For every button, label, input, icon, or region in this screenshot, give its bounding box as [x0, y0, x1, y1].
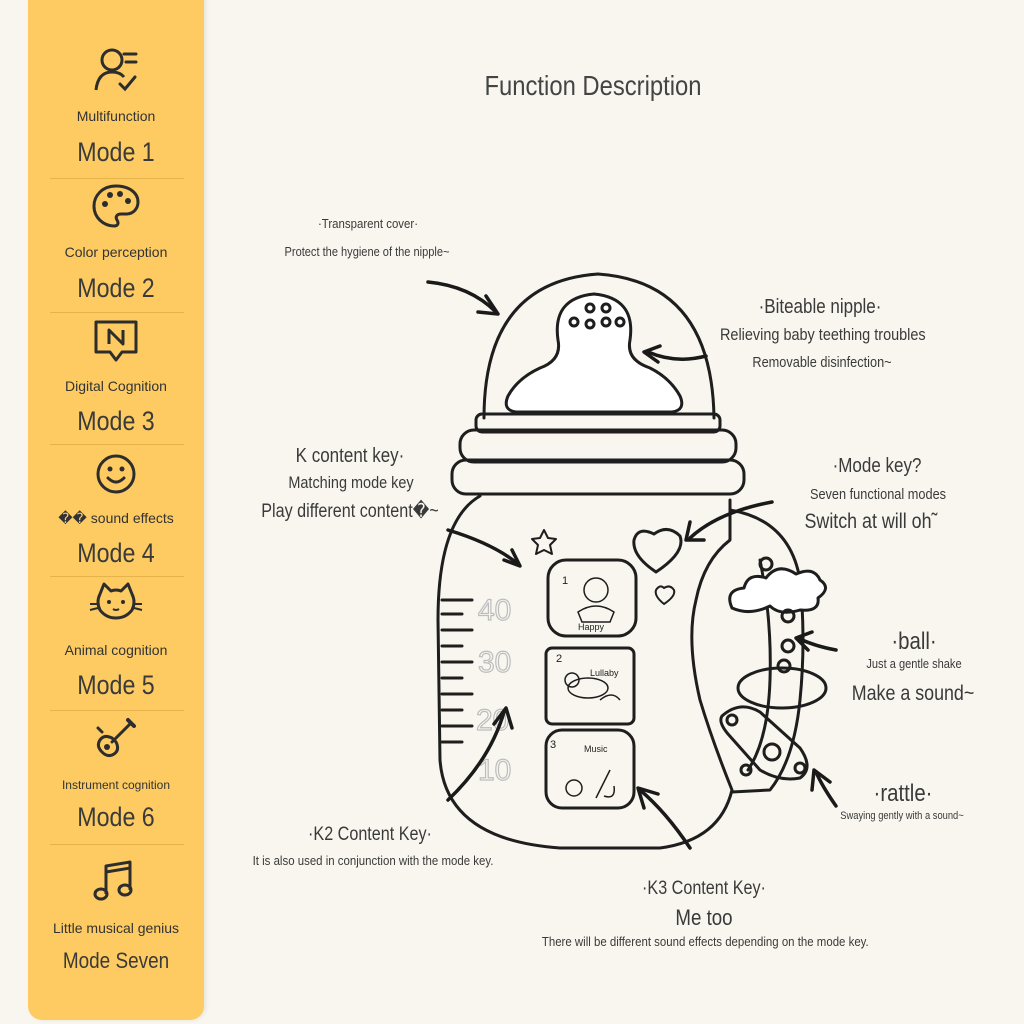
k3-title: ·K3 Content Key·	[642, 878, 766, 899]
arrow-nipple	[646, 350, 708, 361]
divider	[50, 844, 184, 845]
mode-title: Mode 4	[77, 538, 155, 568]
panel-number: 1	[562, 575, 568, 587]
mode-desc: Color perception	[64, 244, 168, 260]
mode-title: Mode 2	[77, 273, 155, 303]
mode-title: Mode 1	[77, 137, 155, 167]
nipple-title: ·Biteable nipple·	[758, 296, 882, 318]
scale-mark: 30	[478, 646, 511, 679]
divider	[50, 576, 184, 577]
palette-icon	[92, 184, 140, 228]
mode-title: Mode 6	[77, 802, 155, 832]
k-key-desc2: Play different content�~	[261, 501, 439, 522]
mode-key-title: ·Mode key?	[832, 455, 922, 477]
panel-2	[544, 646, 636, 726]
mode-desc: Animal cognition	[64, 642, 168, 658]
mode-key-desc1: Seven functional modes	[809, 486, 947, 503]
panel-3	[544, 728, 636, 810]
ball-title: ·ball·	[891, 628, 937, 655]
k2-desc: It is also used in conjunction with the …	[252, 853, 494, 868]
divider	[50, 710, 184, 711]
ball-desc1: Just a gentle shake	[866, 656, 962, 671]
divider	[50, 444, 184, 445]
divider	[50, 312, 184, 313]
ball-desc2: Make a sound~	[851, 682, 975, 705]
mode-desc: �� sound effects	[58, 510, 174, 526]
scale-mark: 40	[478, 594, 511, 627]
bottle-body	[436, 494, 734, 850]
rattle-title: ·rattle·	[873, 780, 933, 807]
mode-title: Mode 5	[77, 670, 155, 700]
k3-desc1: Me too	[675, 905, 733, 930]
music-note-icon	[93, 860, 133, 901]
arrow-k-key	[446, 528, 520, 566]
k2-title: ·K2 Content Key·	[308, 824, 432, 845]
cat-icon	[89, 582, 143, 620]
panel-1	[546, 558, 638, 638]
mode-title: Mode 3	[77, 406, 155, 436]
rattle-desc: Swaying gently with a sound~	[840, 810, 964, 822]
k-key-title: K content key·	[295, 445, 405, 467]
ball-ring	[736, 666, 828, 710]
panel-label: Happy	[578, 622, 605, 632]
panel-number: 2	[556, 653, 562, 665]
page-title: Function Description	[484, 70, 702, 101]
arrow-k2	[446, 710, 506, 802]
user-check-icon	[94, 48, 138, 92]
k3-desc2: There will be different sound effects de…	[541, 934, 869, 949]
nipple	[504, 292, 684, 414]
cover-title: ·Transparent cover·	[317, 216, 419, 231]
arrow-ball	[796, 636, 838, 652]
mode-key-desc2: Switch at will oh˜	[804, 510, 938, 533]
guitar-icon	[96, 718, 136, 758]
cover-desc: Protect the hygiene of the nipple~	[284, 244, 450, 259]
arrow-k3	[638, 788, 692, 850]
mode-key	[632, 528, 683, 574]
panel-label: Lullaby	[590, 668, 619, 678]
letter-n-bubble-icon	[94, 320, 138, 362]
nipple-desc1: Relieving baby teething troubles	[720, 325, 926, 344]
panel-number: 3	[550, 739, 556, 751]
k-key-desc1: Matching mode key	[288, 473, 414, 492]
smiley-icon	[96, 454, 136, 494]
mode-title: Mode Seven	[62, 948, 170, 973]
mode-desc: Little musical genius	[52, 920, 180, 936]
rattle	[719, 705, 809, 781]
divider	[50, 178, 184, 179]
mode-desc: Multifunction	[76, 108, 156, 124]
transparent-cover	[482, 272, 716, 420]
arrow-mode-key	[688, 500, 774, 540]
mode-sidebar: Multifunction Mode 1 Color perception Mo…	[28, 0, 204, 1020]
nipple-desc2: Removable disinfection~	[752, 354, 892, 371]
panel-label: Music	[584, 744, 608, 754]
mode-desc: Digital Cognition	[65, 378, 167, 394]
arrow-cover	[426, 280, 498, 314]
mode-desc: Instrument cognition	[61, 778, 171, 792]
